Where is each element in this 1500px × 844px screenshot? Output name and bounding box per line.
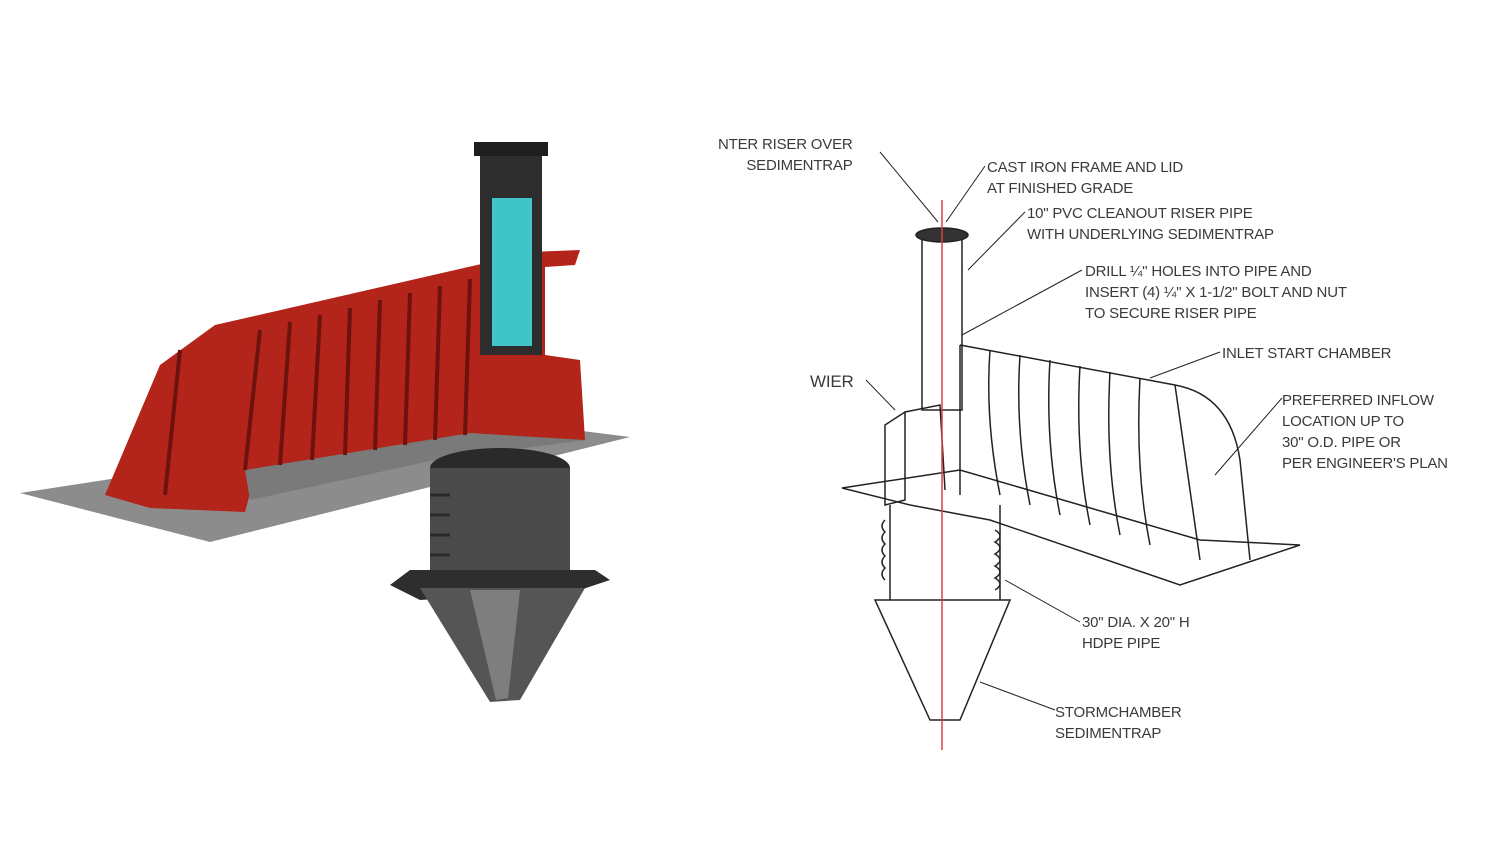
label-sedimentrap: STORMCHAMBER SEDIMENTRAP [1055,702,1182,744]
label-line: SEDIMENTRAP [1055,725,1162,742]
chamber-outline [959,344,1251,561]
trap-corrugations [430,493,450,557]
label-line: TO SECURE RISER PIPE [1085,305,1257,322]
label-line: INLET START CHAMBER [1222,345,1392,362]
wier [884,404,946,506]
inlet-stub [530,250,580,268]
trap-cone-highlight [470,590,520,700]
label-line: 30" DIA. X 20" H [1082,614,1190,631]
label-line: HDPE PIPE [1082,635,1161,652]
base-outline [841,469,1301,586]
label-line: PER ENGINEER'S PLAN [1282,455,1448,472]
label-line: WIER [810,372,854,391]
leader-lines [865,151,1283,711]
label-center-riser: NTER RISER OVER SEDIMENTRAP [718,134,853,176]
label-drill: DRILL ¼" HOLES INTO PIPE AND INSERT (4) … [1085,261,1347,324]
label-pvc-riser: 10" PVC CLEANOUT RISER PIPE WITH UNDERLY… [1027,203,1274,245]
label-line: SEDIMENTRAP [746,157,853,174]
label-line: 10" PVC CLEANOUT RISER PIPE [1027,205,1253,222]
riser-pipe-cyan [492,198,532,346]
label-line: DRILL ¼" HOLES INTO PIPE AND [1085,263,1312,280]
label-line: PREFERRED INFLOW [1282,392,1434,409]
label-line: AT FINISHED GRADE [987,180,1134,197]
chamber-ribs [163,278,472,496]
label-line: WITH UNDERLYING SEDIMENTRAP [1027,226,1274,243]
label-wier: WIER [810,371,854,392]
sediment-trap [873,505,1012,721]
label-line: 30" O.D. PIPE OR [1282,434,1401,451]
label-line: INSERT (4) ¼" X 1-1/2" BOLT AND NUT [1085,284,1347,301]
label-line: STORMCHAMBER [1055,704,1182,721]
label-cast-iron: CAST IRON FRAME AND LID AT FINISHED GRAD… [987,157,1183,199]
label-inlet: INLET START CHAMBER [1222,343,1391,364]
trap-corrugations [881,519,1001,591]
label-line: CAST IRON FRAME AND LID [987,159,1183,176]
chamber-arches [988,349,1151,546]
label-inflow: PREFERRED INFLOW LOCATION UP TO 30" O.D.… [1282,390,1448,474]
riser-cap [474,142,548,156]
trap-body [430,468,570,578]
label-line: NTER RISER OVER [718,136,853,153]
label-line: LOCATION UP TO [1282,413,1404,430]
label-hdpe: 30" DIA. X 20" H HDPE PIPE [1082,612,1190,654]
